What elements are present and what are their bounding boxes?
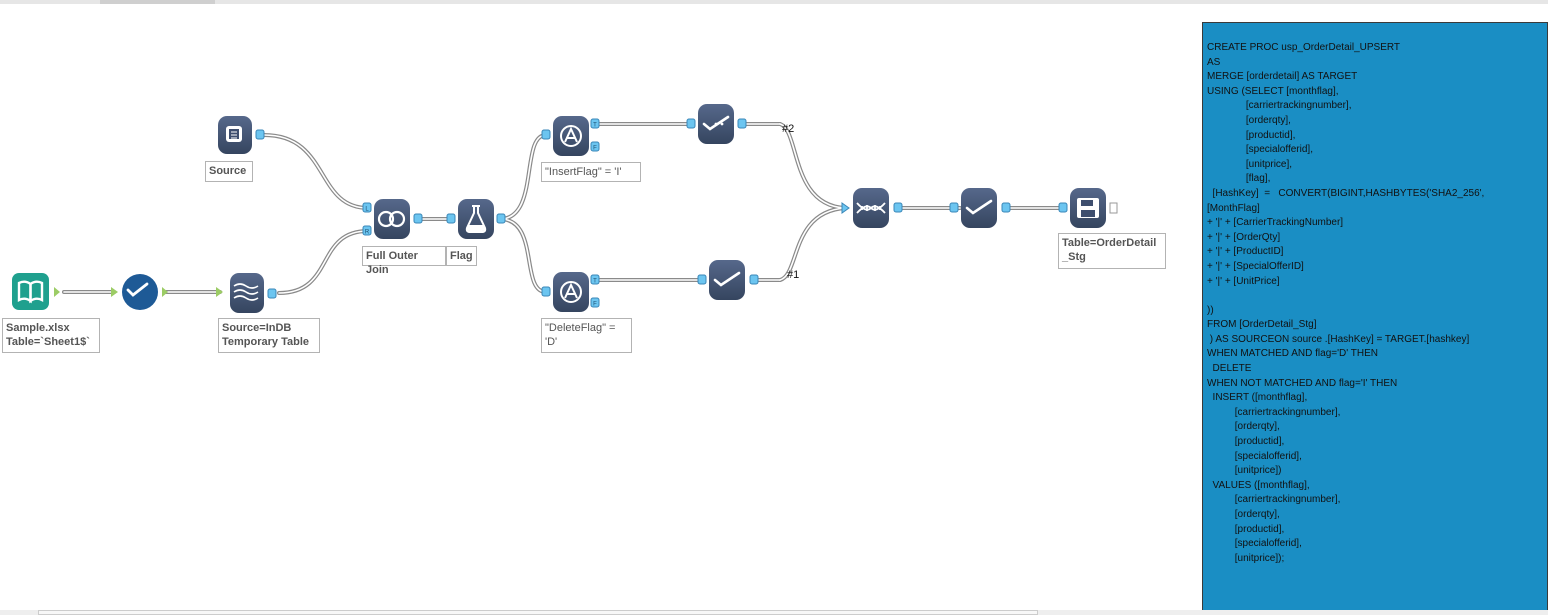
input-anchor[interactable] (111, 287, 118, 297)
false-anchor[interactable] (590, 297, 600, 308)
formula-flask-icon (465, 205, 487, 233)
connect-in-db-label: Source (205, 161, 253, 182)
data-stream-in-tool[interactable] (216, 273, 277, 313)
join-right-anchor-label: R (365, 230, 370, 236)
output-anchor[interactable] (1109, 202, 1118, 214)
select-tool[interactable] (111, 274, 168, 310)
output-anchor[interactable] (413, 213, 423, 224)
filter-insert-label: "InsertFlag" = 'I' (541, 162, 641, 182)
select-in-db-icon (713, 271, 741, 287)
true-anchor[interactable] (590, 274, 600, 285)
write-data-disk-icon (1077, 198, 1099, 218)
false-anchor-label: F (593, 302, 597, 308)
select-in-db-final-tool[interactable] (949, 188, 1011, 228)
input-anchor[interactable] (841, 202, 850, 214)
false-anchor[interactable] (590, 141, 600, 152)
input-data-label: Sample.xlsx Table=`Sheet1$` (2, 318, 100, 353)
join-tool[interactable]: L R (362, 199, 423, 239)
input-anchor[interactable] (541, 286, 551, 297)
select-in-db-icon (965, 199, 993, 215)
write-data-label: Table=OrderDetail _Stg (1058, 233, 1166, 269)
input-anchor[interactable] (216, 287, 223, 297)
sql-comment-box[interactable]: CREATE PROC usp_OrderDetail_UPSERT AS ME… (1202, 22, 1548, 612)
input-anchor[interactable] (686, 118, 696, 129)
select-in-db-insert-tool[interactable] (686, 104, 747, 144)
filter-icon (560, 281, 582, 303)
input-anchor[interactable] (446, 213, 456, 224)
input-anchor[interactable] (949, 202, 959, 213)
true-anchor[interactable] (590, 118, 600, 129)
output-anchor[interactable] (749, 274, 759, 285)
true-anchor-label: T (593, 279, 597, 285)
join-left-anchor[interactable] (362, 202, 372, 213)
input-anchor[interactable] (1058, 202, 1068, 213)
canvas-tab[interactable] (100, 0, 215, 4)
join-label: Full Outer Join (362, 246, 446, 276)
data-stream-in-icon (233, 283, 259, 301)
join-left-anchor-label: L (365, 207, 369, 213)
filter-insert-tool[interactable]: T F (541, 116, 600, 156)
select-in-db-icon (702, 115, 730, 131)
select-in-db-delete-tool[interactable] (697, 260, 759, 300)
input-data-tool[interactable] (12, 273, 60, 310)
canvas-top-bar (0, 0, 1548, 4)
output-anchor[interactable] (54, 287, 60, 297)
false-anchor-label: F (593, 146, 597, 152)
output-anchor[interactable] (267, 288, 277, 299)
input-anchor[interactable] (541, 129, 551, 140)
sql-comment-text: CREATE PROC usp_OrderDetail_UPSERT AS ME… (1207, 42, 1485, 564)
join-icon (377, 210, 406, 228)
write-data-tool[interactable] (1058, 188, 1118, 228)
input-book-icon (17, 280, 44, 304)
output-anchor[interactable] (893, 202, 903, 213)
filter-delete-tool[interactable]: T F (541, 272, 600, 312)
formula-tool[interactable] (446, 199, 506, 239)
output-anchor[interactable] (496, 213, 506, 224)
join-right-anchor[interactable] (362, 225, 372, 236)
input-anchor[interactable] (697, 274, 707, 285)
connections (62, 122, 1065, 295)
union-dna-icon (856, 202, 886, 214)
true-anchor-label: T (593, 123, 597, 129)
select-check-icon (126, 282, 149, 297)
output-anchor[interactable] (162, 287, 168, 297)
canvas-bottom-bar (0, 610, 1548, 615)
union-tool[interactable] (841, 188, 903, 228)
output-anchor[interactable] (737, 118, 747, 129)
union-input-1-label: #1 (787, 269, 799, 281)
union-input-2-label: #2 (782, 123, 794, 135)
connect-in-db-tool[interactable] (218, 116, 265, 154)
horizontal-scrollbar[interactable] (38, 610, 1038, 615)
formula-label: Flag (446, 246, 477, 266)
filter-icon (560, 125, 582, 147)
filter-delete-label: "DeleteFlag" = 'D' (541, 318, 632, 353)
output-anchor[interactable] (1001, 202, 1011, 213)
connect-in-db-icon (226, 126, 242, 142)
output-anchor[interactable] (255, 129, 265, 140)
data-stream-in-label: Source=InDB Temporary Table (218, 318, 320, 353)
